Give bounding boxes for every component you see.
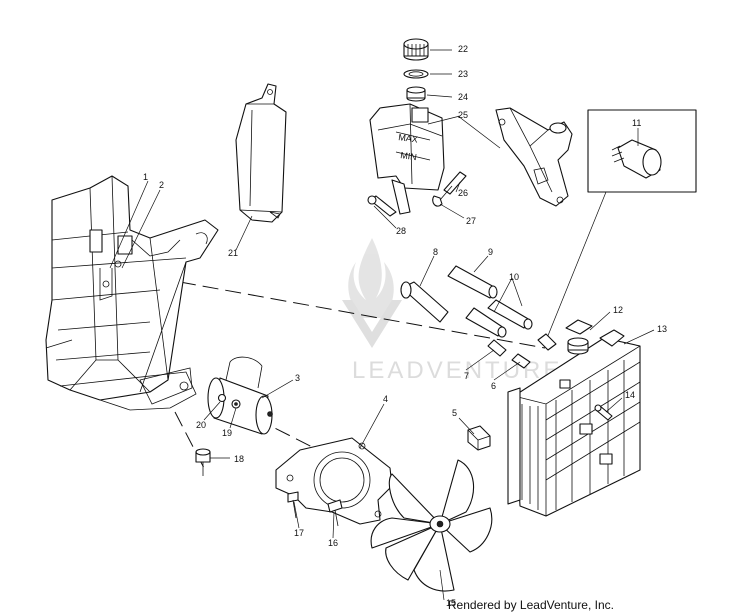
callout-26: 26 <box>458 188 468 198</box>
callout-13: 13 <box>657 324 667 334</box>
fan-motor-part-3 <box>207 356 273 435</box>
reservoir-max-mark: MAX <box>398 132 419 145</box>
callout-5: 5 <box>452 408 457 418</box>
radiator-cap-part-12 <box>565 319 593 355</box>
hose-part-9 <box>447 265 498 299</box>
callout-1: 1 <box>143 172 148 182</box>
seal-washer-part-23 <box>403 69 429 79</box>
callout-9: 9 <box>488 247 493 257</box>
callout-15: 15 <box>446 598 456 608</box>
callout-25: 25 <box>458 110 468 120</box>
hose-clamp-part-6 <box>511 353 531 369</box>
fan-blade-part-15 <box>370 459 493 592</box>
callout-labels: 1 2 3 4 5 6 7 8 9 10 11 12 13 14 15 16 1… <box>143 44 667 608</box>
coolant-reservoir-part-25: MAX MIN <box>369 103 445 215</box>
callout-6: 6 <box>491 381 496 391</box>
callout-18: 18 <box>234 454 244 464</box>
watermark-text: LEADVENTURE <box>352 357 562 384</box>
hose-clamp-part-7 <box>487 339 507 357</box>
callout-23: 23 <box>458 69 468 79</box>
switch-inset-box <box>544 109 697 344</box>
hose-pair-part-10 <box>465 299 533 338</box>
radiator-part-13 <box>507 329 641 517</box>
screw-part-16 <box>327 499 343 527</box>
shroud-part-21 <box>235 83 287 223</box>
frame-assembly <box>45 175 219 411</box>
callout-22: 22 <box>458 44 468 54</box>
callout-28: 28 <box>396 226 406 236</box>
bleed-fitting <box>537 333 557 351</box>
callout-20: 20 <box>196 420 206 430</box>
callout-14: 14 <box>625 390 635 400</box>
reservoir-cap-part-22 <box>403 38 429 61</box>
callout-4: 4 <box>383 394 388 404</box>
sensor-part-5 <box>467 425 491 451</box>
screw-part-14 <box>594 404 613 421</box>
reservoir-min-mark: MIN <box>400 150 418 162</box>
nut-part-20 <box>217 393 227 403</box>
screw-part-28 <box>367 195 397 217</box>
rendered-by-credit: Rendered by LeadVenture, Inc. <box>447 598 614 612</box>
callout-10: 10 <box>509 272 519 282</box>
callout-19: 19 <box>222 428 232 438</box>
callout-2: 2 <box>159 180 164 190</box>
callout-27: 27 <box>466 216 476 226</box>
overflow-hose-part-26 <box>439 171 467 201</box>
washer-part-19 <box>231 399 241 409</box>
screw-part-17 <box>287 491 299 519</box>
hose-clamp-part-27 <box>432 195 443 207</box>
callout-17: 17 <box>294 528 304 538</box>
callout-16: 16 <box>328 538 338 548</box>
callout-11: 11 <box>632 118 641 128</box>
filler-neck-part-24 <box>406 86 426 102</box>
callout-3: 3 <box>295 373 300 383</box>
hose-part-8 <box>400 281 449 323</box>
callout-24: 24 <box>458 92 468 102</box>
thermostat-housing <box>495 107 573 207</box>
callout-21: 21 <box>228 248 238 258</box>
bolt-part-18 <box>195 448 211 476</box>
callout-12: 12 <box>613 305 623 315</box>
inset-leader-line <box>544 191 607 344</box>
leader-lines <box>109 49 655 601</box>
alignment-line-frame-radiator <box>179 281 546 349</box>
callout-8: 8 <box>433 247 438 257</box>
callout-7: 7 <box>464 371 469 381</box>
